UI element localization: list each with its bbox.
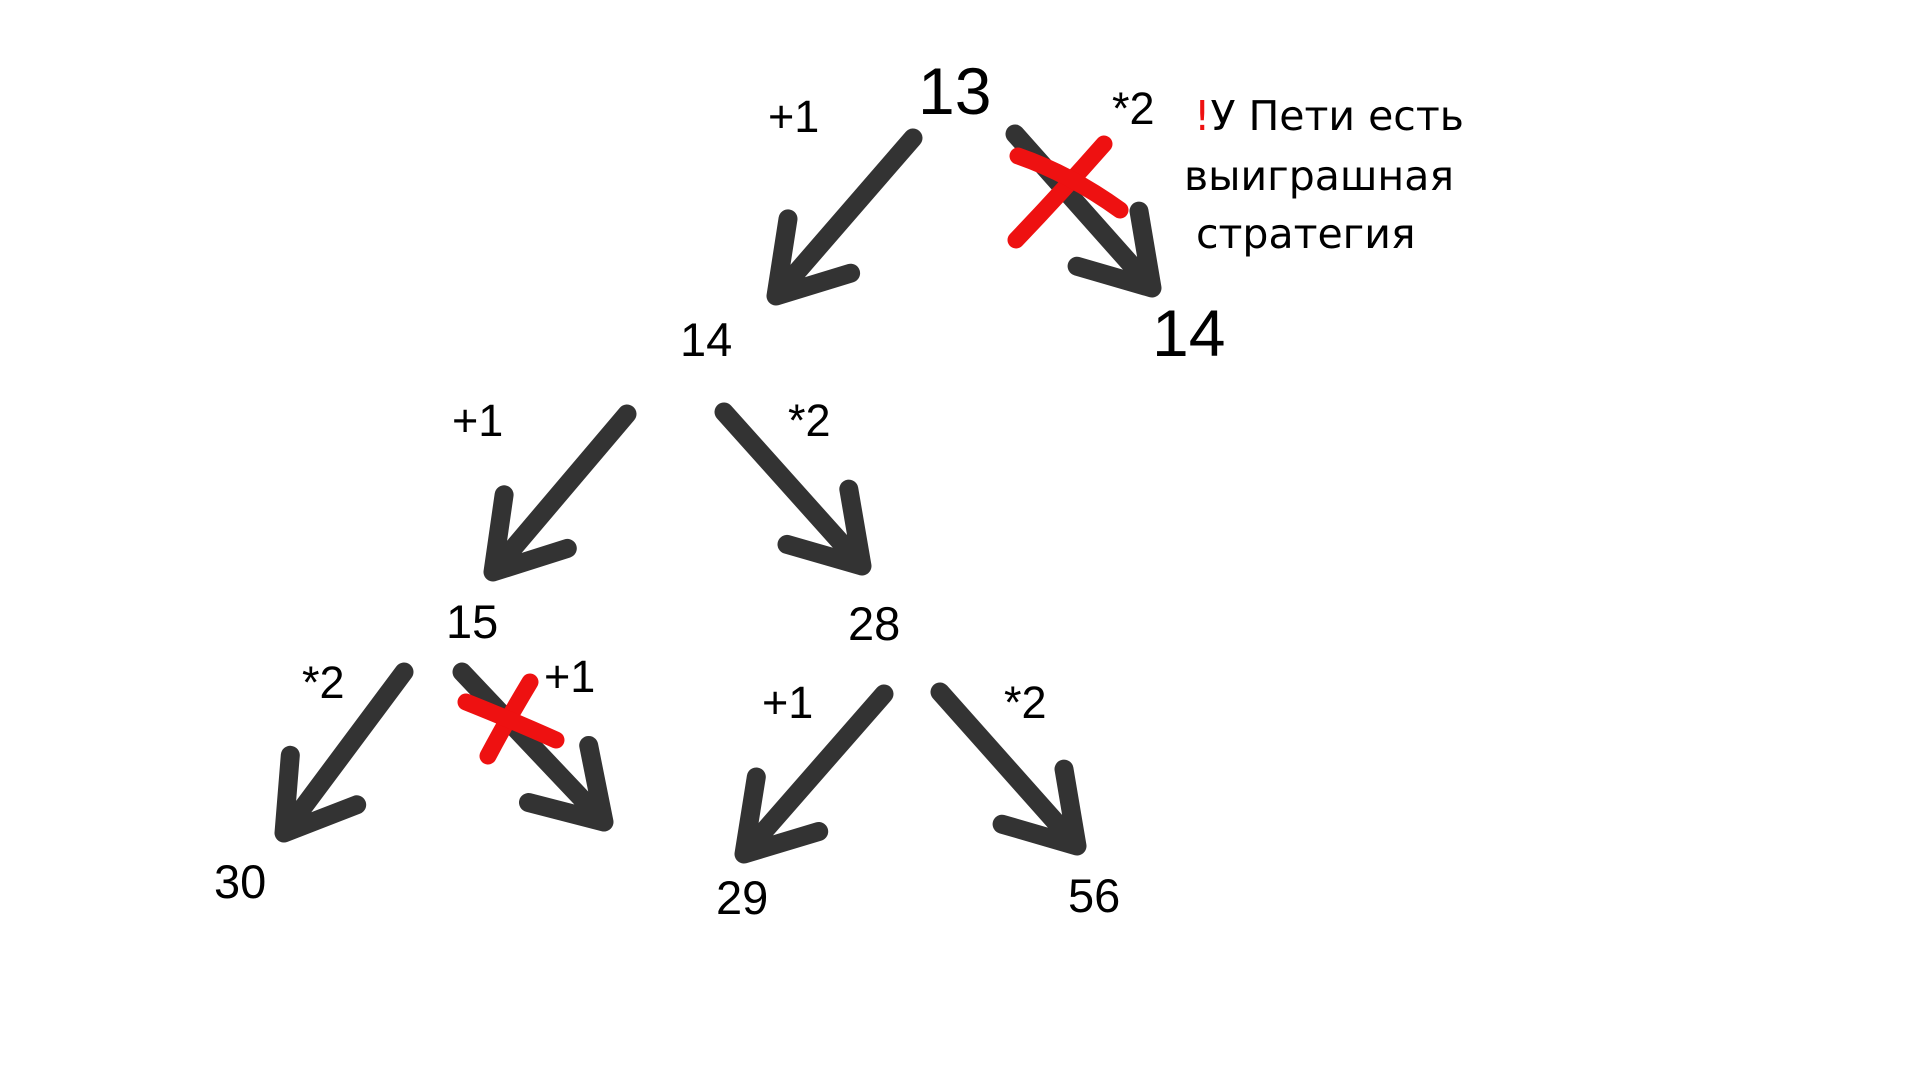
node-15: 15 [446,595,499,648]
arrow-15-right-crossed [452,662,614,832]
op-label-28-left: +1 [762,677,814,728]
op-label-15-left: *2 [302,657,345,708]
op-label-28-right: *2 [1004,677,1047,728]
op-label-root-right: *2 [1112,83,1155,134]
node-29: 29 [716,871,769,924]
op-label-14-right: *2 [788,395,831,446]
node-30: 30 [214,855,267,908]
node-14-right: 14 [1152,296,1226,370]
arrow-28-to-56 [930,682,1087,856]
note-line-2: выиграшная [1184,152,1454,200]
exclamation-mark: ! [1194,92,1211,140]
note-line-1-text: У Пети есть [1210,92,1464,140]
op-label-root-left: +1 [768,91,820,142]
node-14-left: 14 [680,313,733,366]
op-label-14-left: +1 [452,395,504,446]
node-28: 28 [848,597,901,650]
arrow-15-to-30 [274,662,414,843]
root-node-13: 13 [918,54,992,128]
cross-out-13-right [1007,135,1129,249]
arrow-14-to-28 [714,402,872,576]
note-line-1: !У Пети есть [1194,96,1464,137]
arrow-28-to-29 [734,684,894,864]
note-line-3: стратегия [1196,210,1416,258]
arrow-13-to-14-left [766,128,923,306]
node-56: 56 [1068,869,1121,922]
op-label-15-right: +1 [544,651,596,702]
cross-out-15-right [457,673,565,765]
arrow-14-to-15 [483,404,637,582]
